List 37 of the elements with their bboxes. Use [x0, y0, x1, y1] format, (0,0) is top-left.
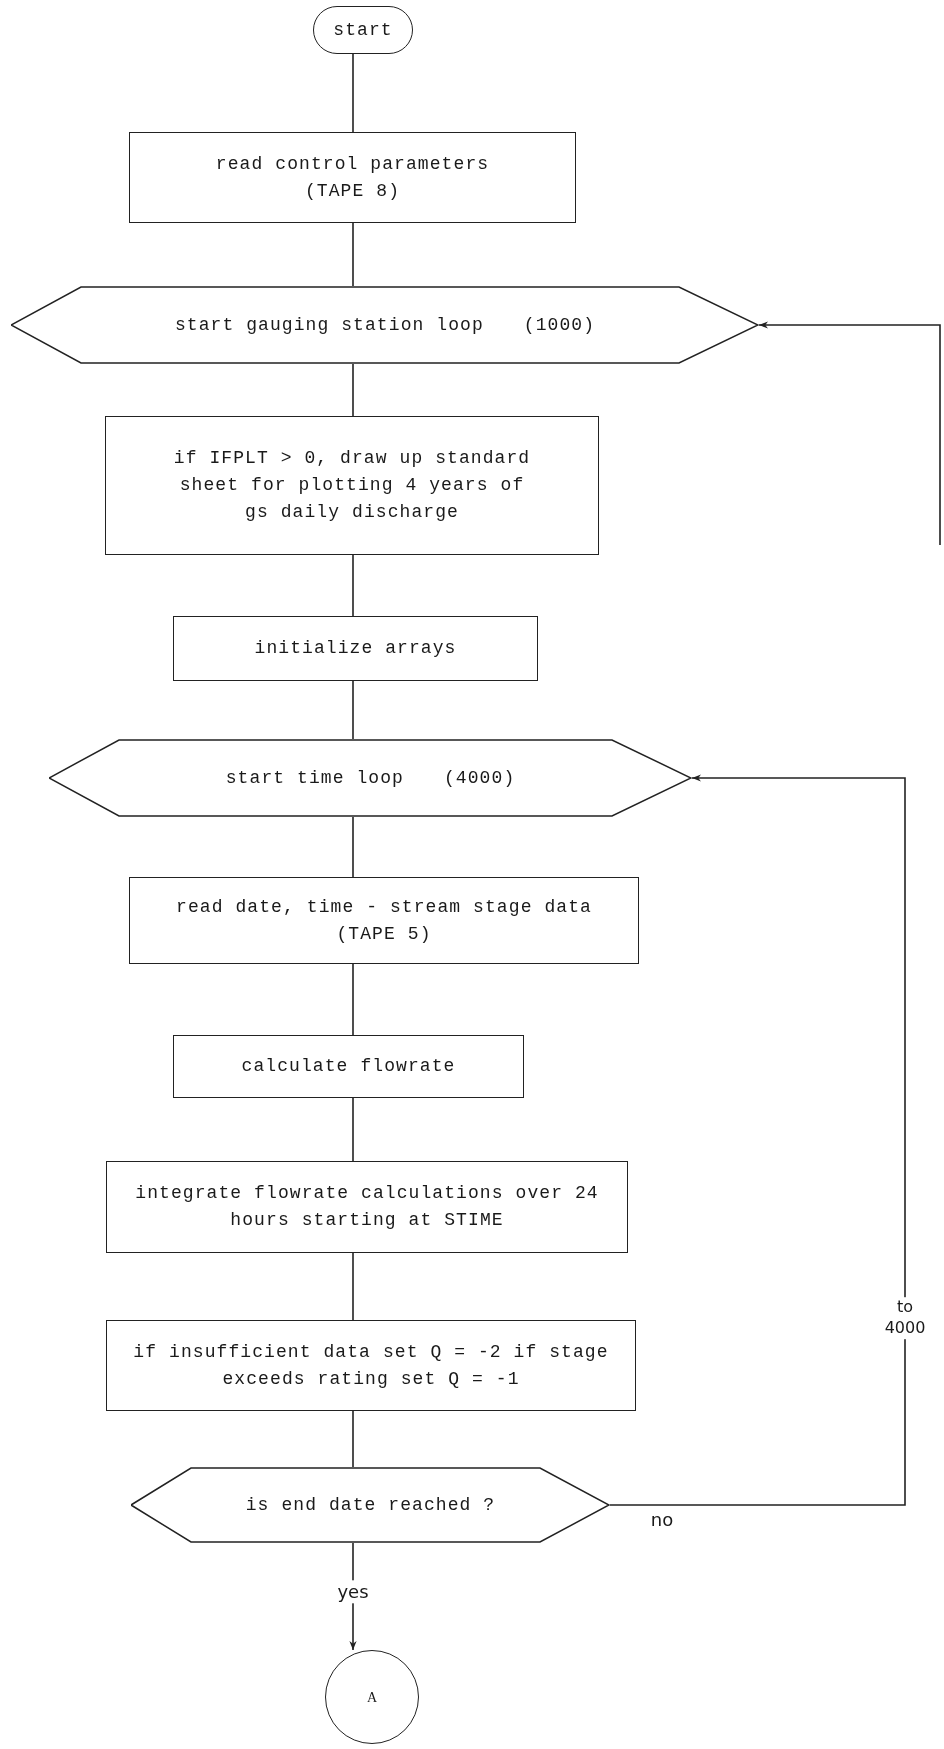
connector-line — [352, 554, 354, 617]
node-text: is end date reached ? — [245, 1493, 496, 1517]
connector-line — [352, 1410, 354, 1468]
process-box — [129, 132, 576, 223]
node-text: integrate flowrate calculations over 24 hours starting at STIME — [134, 1182, 600, 1232]
loop-hexagon — [131, 1467, 610, 1543]
process-box — [173, 1035, 524, 1098]
process-box — [106, 1320, 636, 1411]
terminal-pill — [313, 6, 413, 54]
process-box — [129, 877, 639, 964]
connector-line — [352, 1097, 354, 1162]
loop-hexagon — [49, 739, 692, 817]
node-text: start gauging station loop — [174, 313, 484, 337]
node-text: start — [333, 18, 393, 42]
loop-hexagon — [11, 286, 759, 364]
connector-line — [352, 222, 354, 287]
connector-line — [758, 321, 941, 546]
connector-line — [352, 1252, 354, 1321]
node-text: if insufficient data set Q = -2 if stage exceeds rating set Q = -1 — [132, 1340, 610, 1391]
node-text: (4000) — [443, 766, 516, 790]
node-text: A — [366, 1688, 378, 1707]
node-text: calculate flowrate — [241, 1055, 456, 1078]
node-text: (1000) — [523, 313, 596, 337]
node-text: initialize arrays — [254, 637, 457, 660]
connector-line — [352, 680, 354, 740]
process-box — [105, 416, 599, 555]
process-box — [173, 616, 538, 681]
node-text: read date, time - stream stage data (TAPE 5) — [175, 895, 593, 946]
connector-line — [352, 963, 354, 1036]
connector-line — [609, 774, 906, 1506]
connector-line — [352, 53, 354, 133]
node-text: read control parameters (TAPE 8) — [214, 152, 491, 203]
connector-line — [352, 363, 354, 417]
connector-line — [352, 816, 354, 878]
process-box — [106, 1161, 628, 1253]
node-text: if IFPLT > 0, draw up standard sheet for plotting 4 years of gs daily discharge — [172, 447, 532, 524]
node-text: start time loop — [225, 766, 404, 790]
